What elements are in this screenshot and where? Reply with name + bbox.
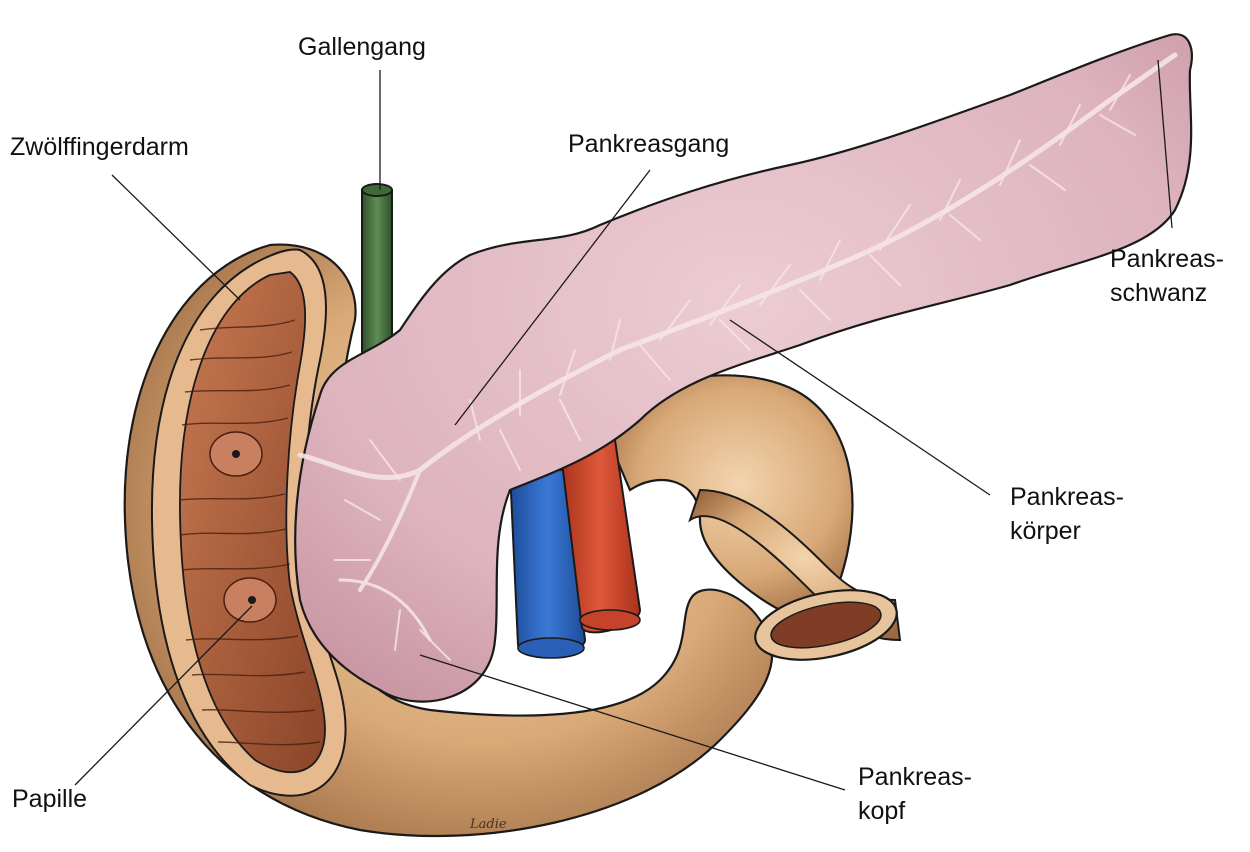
label-papille: Papille	[12, 782, 87, 816]
label-pankreaskopf: Pankreas- kopf	[858, 760, 972, 828]
leader-zwoelffingerdarm	[112, 175, 240, 300]
papilla-major	[224, 578, 276, 622]
label-pankreaskoerper: Pankreas- körper	[1010, 480, 1124, 548]
papilla-minor	[210, 432, 262, 476]
label-pankreasschwanz: Pankreas- schwanz	[1110, 242, 1224, 310]
label-pankreasgang: Pankreasgang	[568, 127, 729, 161]
label-zwoelffingerdarm: Zwölffingerdarm	[10, 130, 189, 164]
artist-signature: Ladie	[469, 817, 507, 832]
label-gallengang: Gallengang	[298, 30, 426, 64]
